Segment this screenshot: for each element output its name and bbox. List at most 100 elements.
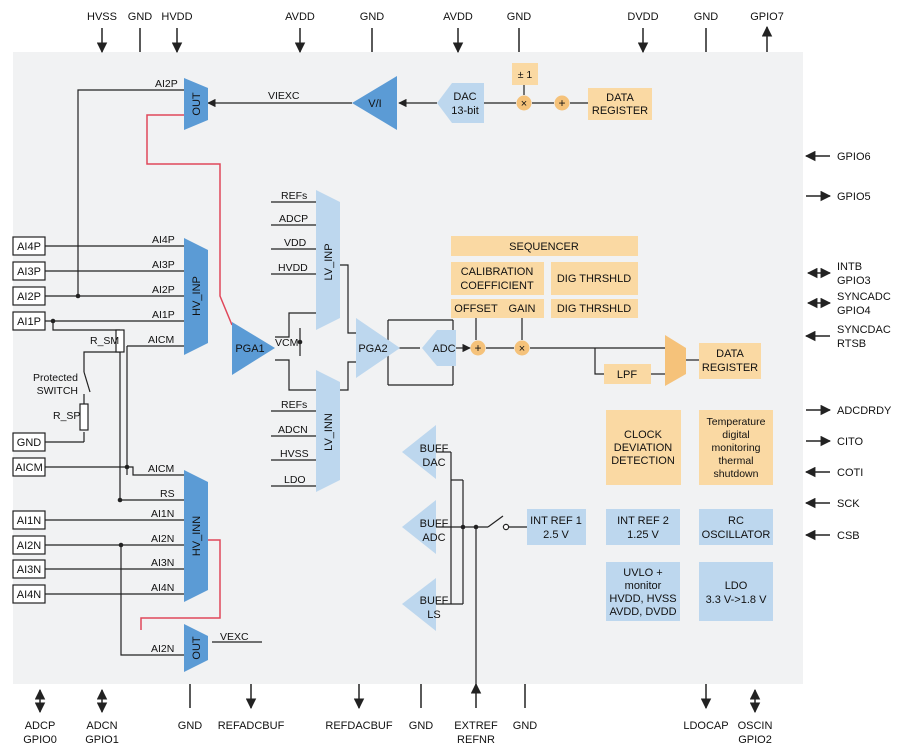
dig-thrshld-1-box (551, 262, 638, 295)
right-pin-4-l1: SYNCDAC (837, 324, 891, 336)
top-pin-3: AVDD (285, 11, 315, 23)
lv-inp-mux (316, 190, 340, 330)
right-pin-lines (804, 150, 832, 541)
top-pin-1: GND (128, 11, 153, 23)
hv-inp-label: HV_INP (191, 276, 203, 316)
dig-thrshld-2-label: DIG THRSHLD (557, 303, 631, 315)
data-register-top-box (588, 88, 652, 120)
feedback-red-wires (140, 114, 233, 630)
bottom-pin-1-l1: ADCN (86, 720, 117, 732)
bottom-pin-2-l1: GND (178, 720, 203, 732)
ai2n-bottom-label: AI2N (151, 643, 174, 655)
bottom-pin-9-l1: OSCIN (738, 720, 773, 732)
offset-gain-box (451, 299, 544, 318)
clock-l3: DETECTION (611, 455, 675, 467)
int-ref1-l2: 2.5 V (543, 529, 569, 541)
bottom-pin-7-l1: GND (513, 720, 538, 732)
right-pin-1-l1: GPIO5 (837, 191, 871, 203)
buff-ls-l1: BUFF (420, 595, 449, 607)
protected-label: Protected (33, 372, 78, 384)
left-pin-ai4n: AI4N (17, 589, 42, 601)
buff-ls (402, 578, 436, 631)
vi-converter (352, 76, 397, 130)
lpf-label: LPF (617, 369, 637, 381)
lv-inn-in-3: LDO (284, 474, 306, 486)
gain-multiply-icon: × (519, 343, 525, 355)
rc-l2: OSCILLATOR (702, 529, 771, 541)
ldo-l1: LDO (725, 580, 748, 592)
top-pin-lines (96, 25, 773, 54)
hv-inn-in-3: AI2N (151, 533, 174, 545)
data-register-mid-l2: REGISTER (702, 362, 758, 374)
right-pin-2-l1: INTB (837, 261, 862, 273)
ref-switch-contact (502, 523, 510, 531)
data-register-mid-box (699, 343, 761, 379)
lv-inp-in-1: ADCP (279, 213, 308, 225)
temperature-box (699, 410, 773, 485)
pm1-label: ± 1 (518, 69, 533, 81)
top-pin-2: HVDD (161, 11, 192, 23)
adc-label: ADC (432, 343, 455, 355)
vi-label: V/I (368, 98, 381, 110)
uvlo-l1: UVLO + (623, 567, 662, 579)
clock-deviation-box (606, 410, 681, 485)
right-pin-3-l2: GPIO4 (837, 305, 871, 317)
rc-l1: RC (728, 515, 744, 527)
int-ref2-l2: 1.25 V (627, 529, 659, 541)
right-pin-8-l1: SCK (837, 498, 860, 510)
temp-l5: shutdown (714, 468, 759, 480)
int-ref2-box (606, 509, 680, 545)
temp-l3: monitoring (711, 442, 760, 454)
out-top-amplifier (184, 78, 208, 130)
hv-inn-in-5: AI4N (151, 582, 174, 594)
dark-blue-blocks (184, 76, 397, 672)
right-pin-5-l1: ADCDRDY (837, 405, 892, 417)
lv-inp-in-3: HVDD (278, 262, 308, 274)
bottom-pin-3-l1: REFADCBUF (218, 720, 285, 732)
left-pin-boxes (12, 236, 46, 604)
left-pin-ai3p: AI3P (17, 266, 41, 278)
right-pin-0-l1: GPIO6 (837, 151, 871, 163)
int-ref2-l1: INT REF 2 (617, 515, 669, 527)
operators: × + + × (470, 95, 570, 356)
light-blue-blocks (316, 83, 773, 631)
top-pin-9: GPIO7 (750, 11, 784, 23)
lv-inn-mux (316, 370, 340, 492)
calibration-l1: CALIBRATION (461, 266, 534, 278)
buff-ls-l2: LS (427, 609, 440, 621)
lv-inn-label: LV_INN (323, 413, 335, 451)
output-mux (665, 335, 686, 386)
hv-inp-in-0: AI4P (152, 234, 175, 246)
top-pin-6: GND (507, 11, 532, 23)
offset-label: OFFSET (454, 303, 498, 315)
calibration-l2: COEFFICIENT (460, 280, 534, 292)
right-pin-3-l1: SYNCADC (837, 291, 891, 303)
clock-l2: DEVIATION (614, 442, 673, 454)
calibration-box (451, 262, 544, 295)
left-pin-gnd: GND (17, 437, 42, 449)
pga1-amplifier (232, 322, 275, 375)
right-pin-6-l1: CITO (837, 436, 864, 448)
dac-label-2: 13-bit (451, 105, 479, 117)
ldo-box (699, 562, 773, 621)
dac-converter (437, 83, 484, 123)
r-sm-label: R_SM (90, 335, 119, 347)
bottom-pin-lines (34, 682, 761, 714)
left-pin-ai1p: AI1P (17, 316, 41, 328)
r-sp-resistor (79, 403, 89, 431)
buff-adc-l1: BUFF (420, 518, 449, 530)
dig-thrshld-2-box (551, 299, 638, 318)
buff-adc (402, 500, 436, 554)
left-pin-ai3n: AI3N (17, 564, 42, 576)
vcm-label: VCM (275, 337, 298, 349)
out-bottom-label: OUT (191, 636, 203, 660)
bottom-pin-0-l1: ADCP (25, 720, 56, 732)
r-sm-resistor (115, 329, 125, 353)
dac-label-1: DAC (453, 91, 476, 103)
hv-inn-label: HV_INN (191, 516, 203, 556)
hv-inp-in-1: AI3P (152, 259, 175, 271)
bottom-pin-8-l1: LDOCAP (683, 720, 728, 732)
left-pin-ai1n: AI1N (17, 515, 42, 527)
top-pin-8: GND (694, 11, 719, 23)
